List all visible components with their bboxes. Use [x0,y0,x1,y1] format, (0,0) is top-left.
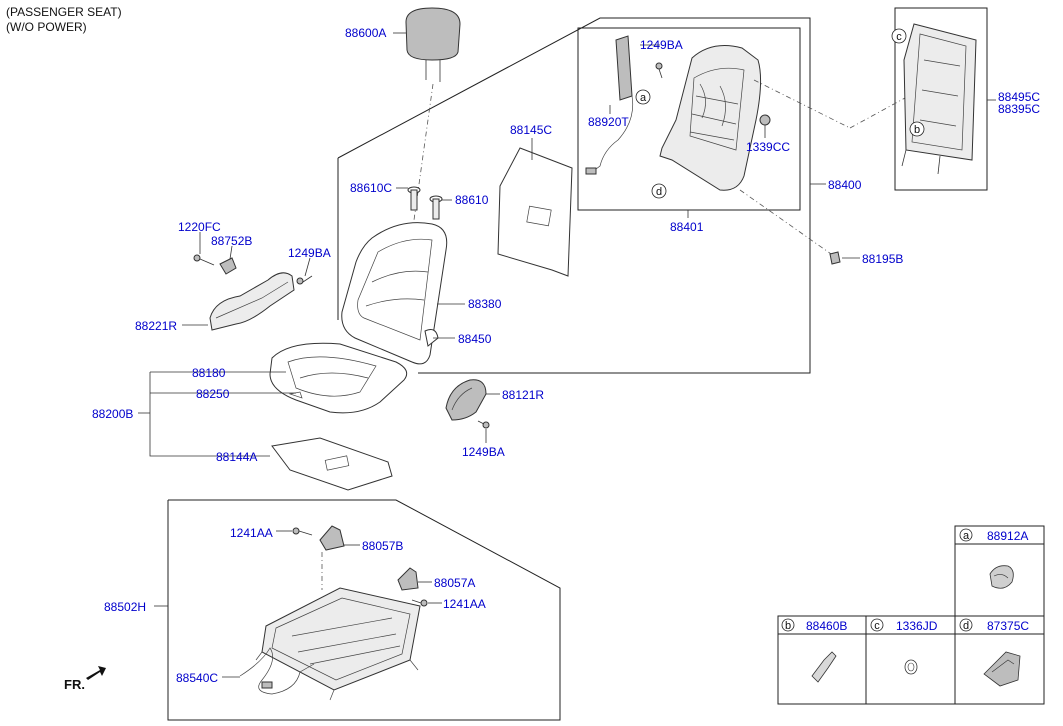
label-88920T[interactable]: 88920T [588,115,629,129]
screw-1220FC[interactable] [193,254,215,266]
airbag-module-88920T[interactable] [585,35,634,175]
leader-1249BA-left [304,257,311,277]
bolt-1241AA-upper[interactable] [292,527,313,536]
label-88502H[interactable]: 88502H [104,600,146,614]
backboard-box [894,7,988,191]
label-88221R[interactable]: 88221R [135,319,177,333]
label-1241AA-lower[interactable]: 1241AA [443,597,486,611]
label-88057A[interactable]: 88057A [434,576,475,590]
label-88121R[interactable]: 88121R [502,388,544,402]
frame-subassembly-box [577,27,801,211]
seatback-assembly-box [337,17,811,374]
grommet-1336JD-icon [904,659,918,675]
label-88600A[interactable]: 88600A [345,26,386,40]
callout-a[interactable]: a [635,89,651,105]
front-direction-label: FR. [64,677,85,692]
callout-d[interactable]: d [651,183,667,199]
screw-1249BA-lower[interactable] [477,420,490,429]
label-88250[interactable]: 88250 [196,387,230,401]
recliner-cover-part[interactable] [445,379,487,421]
label-88400[interactable]: 88400 [828,178,862,192]
cushion-pad-88144A[interactable] [271,437,393,491]
label-88752B[interactable]: 88752B [211,234,252,248]
label-88610C[interactable]: 88610C [350,181,392,195]
seat-cushion-cover-part[interactable] [269,342,408,414]
headrest-guide-88610C[interactable] [407,186,421,211]
bolt-1241AA-lower[interactable] [411,599,428,607]
svg-text:a: a [963,530,970,542]
label-88540C[interactable]: 88540C [176,671,218,685]
svg-text:d: d [656,186,662,198]
wiring-88540C[interactable] [239,647,315,695]
header-line-2: (W/O POWER) [6,20,87,34]
bracket-88057B[interactable] [319,525,345,551]
header-line-1: (PASSENGER SEAT) [6,5,122,19]
seatback-cover-part[interactable] [341,222,448,365]
svg-text:d: d [963,620,969,632]
legend-a-header: a [959,528,973,542]
front-direction-arrow-icon [86,666,106,680]
back-pad-88145C[interactable] [497,147,573,277]
label-88395C[interactable]: 88395C [998,102,1040,116]
label-1249BA-lower[interactable]: 1249BA [462,445,505,459]
bracket-87375C-icon [983,651,1021,687]
headrest-part[interactable] [405,7,461,82]
bracket-88752B[interactable] [219,257,237,275]
screw-1249BA-frame[interactable] [655,62,663,79]
label-88380[interactable]: 88380 [468,297,502,311]
label-1220FC[interactable]: 1220FC [178,220,221,234]
svg-text:c: c [896,31,902,43]
label-88200B[interactable]: 88200B [92,407,133,421]
headrest-guide-line [413,83,434,221]
clip-88912A-icon [989,565,1014,589]
legend-c-header: c [870,618,884,632]
label-88180[interactable]: 88180 [192,366,226,380]
label-88450[interactable]: 88450 [458,332,492,346]
label-1249BA-left[interactable]: 1249BA [288,246,331,260]
svg-text:b: b [785,620,791,632]
guide-88195B [739,189,835,257]
label-88144A[interactable]: 88144A [216,450,257,464]
legend-b-header: b [781,618,795,632]
svg-text:a: a [640,92,647,104]
legend-b-part[interactable]: 88460B [806,619,847,633]
label-88401[interactable]: 88401 [670,220,704,234]
bracket-88057A[interactable] [397,567,419,591]
guide-backboard-2 [849,97,906,129]
label-88195B[interactable]: 88195B [862,252,903,266]
legend-table [777,525,1045,705]
legend-d-header: d [959,618,973,632]
backboard-part[interactable] [901,23,977,175]
leader-88752B [229,245,233,260]
label-88495C[interactable]: 88495C [998,90,1040,104]
label-88610[interactable]: 88610 [455,193,489,207]
label-88057B[interactable]: 88057B [362,539,403,553]
seat-track-box [167,499,561,721]
seatback-frame-part[interactable] [659,45,762,191]
label-1241AA-upper[interactable]: 1241AA [230,526,273,540]
svg-text:b: b [914,124,920,136]
label-88145C[interactable]: 88145C [510,123,552,137]
bracket-88200B [149,372,270,457]
bolt-88195B[interactable] [829,251,841,265]
nut-1339CC[interactable] [759,114,771,126]
screw-1249BA-left[interactable] [296,275,313,285]
svg-text:c: c [874,620,880,632]
clip-88460B-icon [811,651,837,683]
legend-a-part[interactable]: 88912A [987,529,1028,543]
callout-c[interactable]: c [891,28,907,44]
legend-c-part[interactable]: 1336JD [896,619,938,633]
side-shield-part[interactable] [209,272,295,331]
callout-b[interactable]: b [909,121,925,137]
seat-track-frame-part[interactable] [255,587,421,701]
label-1339CC[interactable]: 1339CC [746,140,790,154]
label-1249BA-frame[interactable]: 1249BA [640,38,683,52]
headrest-guide-88610[interactable] [429,195,443,220]
legend-d-part[interactable]: 87375C [987,619,1029,633]
